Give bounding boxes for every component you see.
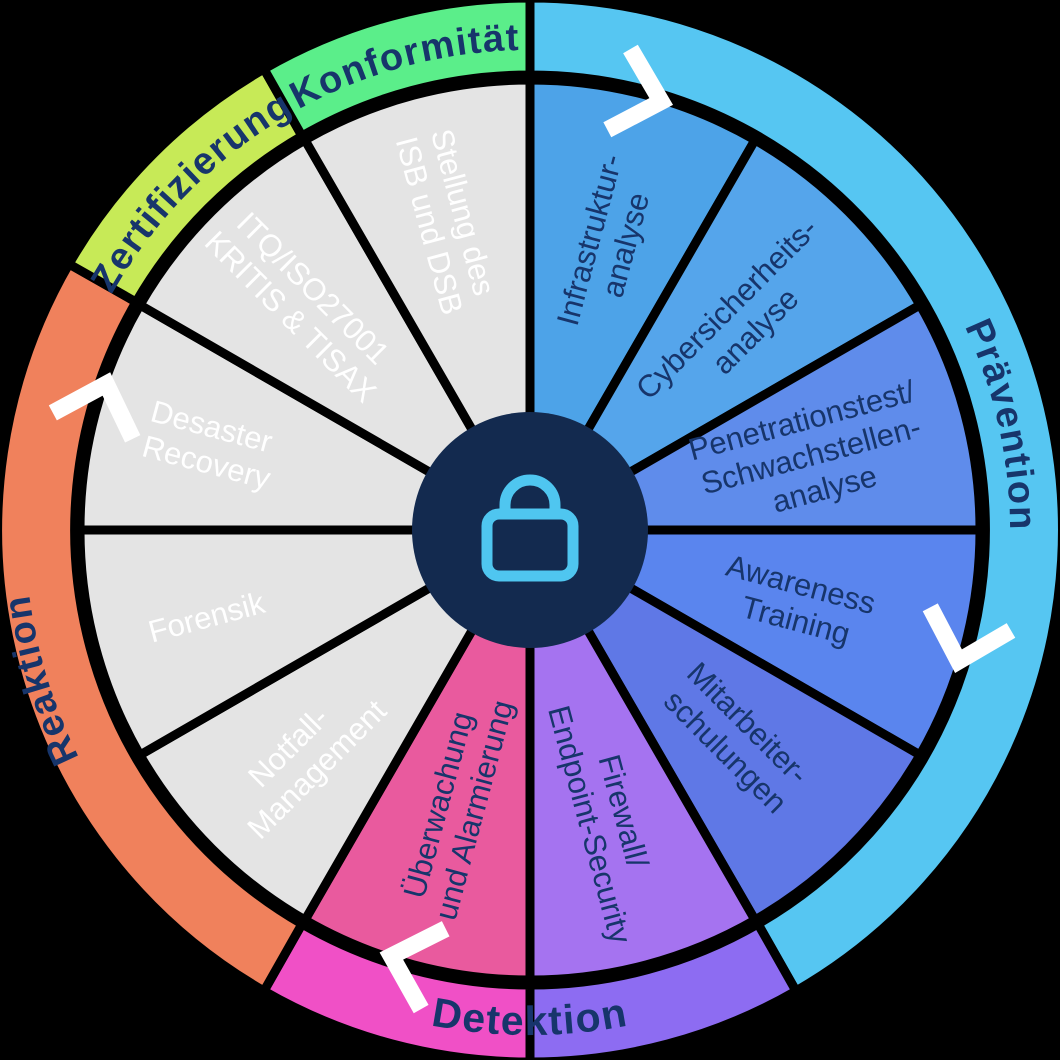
wedge-penetrationstest bbox=[513, 298, 985, 535]
clockwise-arrow-icon bbox=[603, 44, 674, 138]
wedge-itq-iso27001 bbox=[133, 133, 543, 543]
ring-reaktion bbox=[0, 257, 309, 998]
wedge-cybersicherheits-analyse bbox=[517, 133, 927, 543]
wedge-firewall-endpoint-security bbox=[525, 513, 762, 985]
wedge-ueberwachung-alarmierung bbox=[298, 513, 535, 985]
wedge-awareness-training bbox=[513, 525, 985, 762]
service-wedges bbox=[75, 75, 985, 985]
clockwise-arrow-icon bbox=[48, 372, 141, 443]
wedge-forensik bbox=[75, 525, 547, 762]
wedge-stellung-isb-dsb bbox=[298, 75, 535, 547]
lock-icon bbox=[499, 474, 561, 514]
wedge-infrastruktur-analyse bbox=[525, 75, 762, 547]
clockwise-arrow-icon bbox=[379, 921, 450, 1014]
wheel-center bbox=[412, 412, 648, 648]
center-circle bbox=[412, 412, 648, 648]
clockwise-arrow-icon bbox=[922, 603, 1016, 674]
wedge-desaster-recovery bbox=[75, 298, 547, 535]
ring-konformitaet bbox=[257, 0, 535, 143]
wedge-mitarbeiterschulungen bbox=[517, 517, 927, 927]
rotation-arrows bbox=[48, 44, 1016, 1014]
ring-praevention bbox=[525, 0, 1060, 998]
wedge-notfall-management bbox=[133, 517, 543, 927]
lock-icon bbox=[481, 508, 579, 582]
ring-detektion-right bbox=[525, 917, 803, 1060]
